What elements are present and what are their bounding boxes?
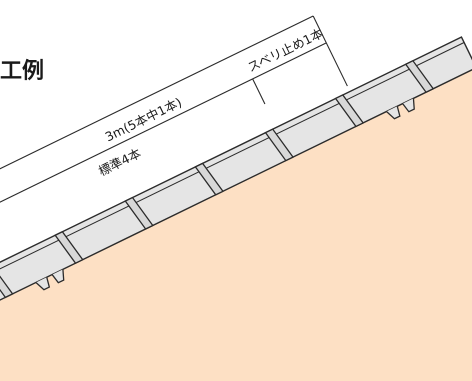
- block-joint: [264, 128, 294, 162]
- block-strip-top-edge: [0, 42, 465, 289]
- dimension-bracket: [0, 15, 348, 217]
- label-total-length: 3m(5本中1本): [103, 94, 184, 144]
- block-joint: [124, 196, 154, 230]
- bracket-outer-line: [0, 15, 314, 190]
- ground-slope: [0, 70, 472, 381]
- bracket-right-tick: [312, 15, 348, 87]
- block-joint: [194, 162, 224, 196]
- block-joints: [0, 59, 435, 299]
- anti-slip-teeth: [35, 98, 415, 291]
- label-standard: 標準4本: [96, 145, 144, 179]
- anti-slip-tooth: [402, 98, 415, 113]
- block-joint: [54, 230, 84, 265]
- anti-slip-tooth: [386, 106, 401, 120]
- anti-slip-tooth: [51, 269, 65, 284]
- bracket-divider-tick: [252, 78, 266, 105]
- block-joint: [0, 265, 14, 299]
- diagram-title: 施工例: [0, 58, 44, 84]
- bracket-inner-line: [0, 42, 327, 217]
- block-joint: [404, 59, 435, 94]
- block-joint: [334, 94, 365, 128]
- anti-slip-tooth: [35, 277, 51, 291]
- label-anti-slip: スベリ止め1本: [245, 25, 326, 75]
